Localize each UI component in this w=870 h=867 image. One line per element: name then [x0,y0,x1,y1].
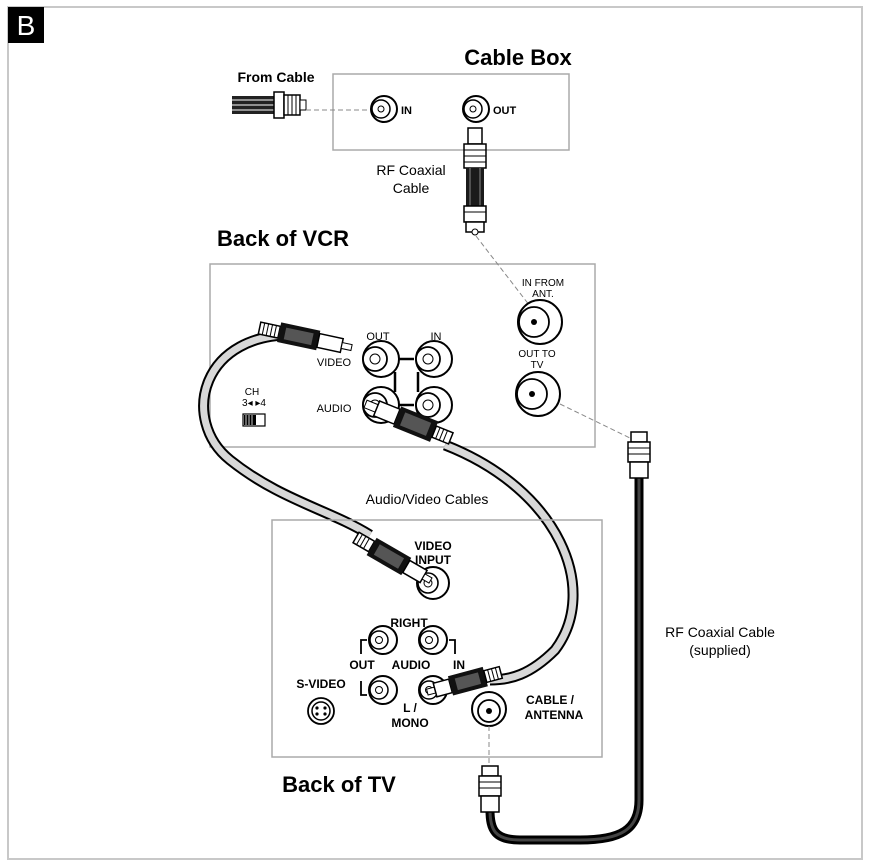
av-cables-label: Audio/Video Cables [366,491,489,507]
tv-title: Back of TV [282,772,396,797]
video-plug-tv [352,531,433,584]
cable-box-out-jack [462,95,490,123]
video-cable-body [200,331,372,538]
cable-box-panel [332,73,570,151]
tv-l-mono-label-1: L / [403,701,417,715]
rf-supplied-connector-bottom [478,765,502,813]
cable-box-title: Cable Box [464,45,572,70]
vcr-channel-switch[interactable] [242,413,266,427]
tv-video-input-label-1: VIDEO [414,539,451,553]
vcr-ch-label: CH [245,387,259,398]
tv-s-video-label: S-VIDEO [296,677,345,691]
tv-video-input-label-2: INPUT [415,553,452,567]
vcr-panel [209,263,596,448]
tv-out-label: OUT [349,658,375,672]
vcr-audio-label: AUDIO [317,403,352,415]
badge-box [8,7,44,43]
vcr-out-label: OUT [366,331,390,343]
tv-cable-antenna-jack [471,691,507,727]
tv-out-bracket-top [360,639,367,654]
vcr-video-label: VIDEO [317,357,352,369]
outer-frame [7,6,863,860]
tv-right-out-jack [368,625,398,655]
vcr-in-from-ant-jack [517,299,563,345]
tv-s-video-jack [307,697,335,725]
video-plug-vcr [257,321,353,354]
vcr-in-from-ant-label-2: ANT. [532,289,554,300]
rf-supplied-cable-core [488,476,641,842]
incoming-cable-plug [232,91,307,119]
vcr-in-from-ant-label-1: IN FROM [522,278,564,289]
vcr-jack-bridges [393,357,420,407]
tv-right-in-jack [418,625,448,655]
tv-cable-antenna-label-2: ANTENNA [525,708,584,722]
rf-supplied-label-2: (supplied) [689,642,750,658]
rf-top-to-vcr-dashed [475,235,534,311]
vcr-audio-in-jack [415,386,453,424]
cable-box-in-label: IN [401,105,412,117]
tv-left-out-jack [368,675,398,705]
rf-cable-top-label-1: RF Coaxial [376,162,445,178]
vcr-video-in-jack [415,340,453,378]
from-cable-label: From Cable [237,69,314,85]
badge-letter: B [17,10,36,41]
cable-box-out-label: OUT [493,105,517,117]
rf-supplied-cable-outline [485,476,644,845]
audio-plug-tv [425,665,504,698]
cable-box-in-jack [370,95,398,123]
tv-panel [271,519,603,758]
audio-cable-body [443,441,577,684]
vcr-title: Back of VCR [217,226,349,251]
tv-cable-antenna-label-1: CABLE / [526,693,575,707]
vcr-in-label: IN [431,331,442,343]
rf-cable-top-label-2: Cable [393,180,430,196]
rf-supplied-label-1: RF Coaxial Cable [665,624,775,640]
tv-in-bracket-top [449,639,456,654]
vcr-out-to-tv-jack [515,371,561,417]
vcr-out-to-tv-label-1: OUT TO [518,349,555,360]
vcr-out-to-tv-label-2: TV [531,360,544,371]
rf-supplied-connector-top [627,431,651,479]
tv-audio-label: AUDIO [392,658,431,672]
audio-plug-vcr [363,399,455,445]
tv-out-bracket-bottom [360,681,367,696]
rf-coaxial-cable-top [463,127,487,236]
tv-in-label: IN [453,658,465,672]
vcr-to-rf-supplied-dashed [559,403,631,439]
tv-right-label: RIGHT [390,616,428,630]
vcr-ch-values: 3◂ ▸4 [242,398,266,409]
vcr-video-out-jack [362,340,400,378]
tv-l-mono-label-2: MONO [391,716,428,730]
